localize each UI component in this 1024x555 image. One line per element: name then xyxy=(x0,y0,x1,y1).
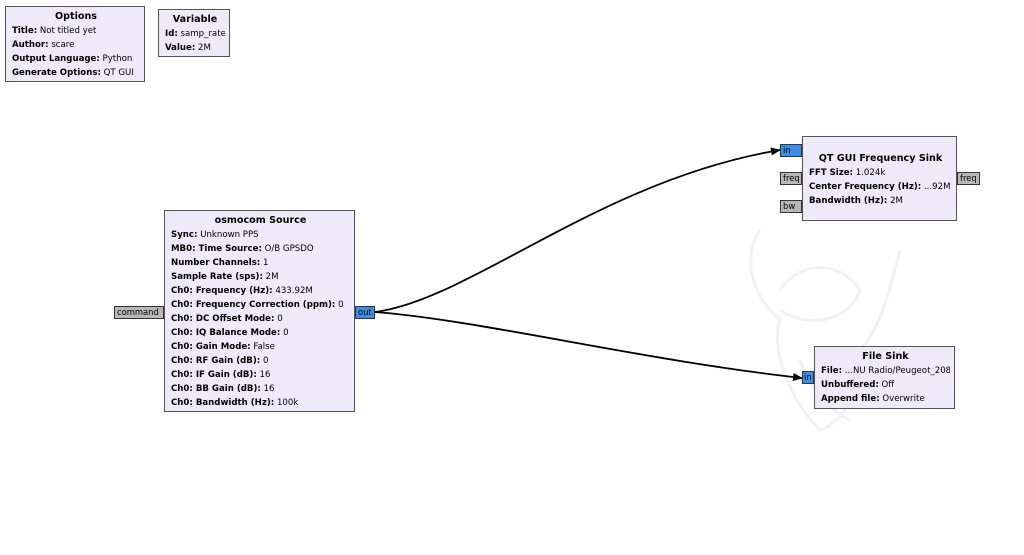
block-param: Ch0: Frequency (Hz): 433.92M xyxy=(171,286,313,296)
file-sink-block[interactable]: File Sink File: ...NU Radio/Peugeot_208 … xyxy=(814,346,955,409)
block-param: Ch0: Frequency Correction (ppm): 0 xyxy=(171,300,344,310)
block-param: Ch0: IF Gain (dB): 16 xyxy=(171,370,271,380)
options-block-title: Options xyxy=(54,11,98,22)
block-param: Number Channels: 1 xyxy=(171,258,269,268)
osmocom-source-title: osmocom Source xyxy=(214,215,307,226)
osmocom-command-port[interactable]: command xyxy=(114,306,164,319)
block-param: Append file: Overwrite xyxy=(821,394,925,404)
block-param: Bandwidth (Hz): 2M xyxy=(809,196,903,206)
osmocom-out-port[interactable]: out xyxy=(355,306,375,319)
variable-block-title: Variable xyxy=(172,14,218,25)
block-param: Sync: Unknown PPS xyxy=(171,230,259,240)
block-param: Sample Rate (sps): 2M xyxy=(171,272,279,282)
block-param: Ch0: BB Gain (dB): 16 xyxy=(171,384,275,394)
block-param: MB0: Time Source: O/B GPSDO xyxy=(171,244,314,254)
osmocom-source-block[interactable]: osmocom Source Sync: Unknown PPS MB0: Ti… xyxy=(164,210,355,412)
block-param: Ch0: Gain Mode: False xyxy=(171,342,275,352)
file-sink-title: File Sink xyxy=(862,351,909,362)
block-param: Output Language: Python xyxy=(12,54,133,64)
block-param: Generate Options: QT GUI xyxy=(12,68,134,78)
freq-sink-bw-port[interactable]: bw xyxy=(780,200,802,213)
block-param: Ch0: DC Offset Mode: 0 xyxy=(171,314,283,324)
block-param: Value: 2M xyxy=(165,43,211,53)
freq-sink-freq-in-port[interactable]: freq xyxy=(780,172,802,185)
block-param: Title: Not titled yet xyxy=(12,26,97,36)
freq-sink-freq-out-port[interactable]: freq xyxy=(957,172,980,185)
connection-source-to-freq-sink[interactable] xyxy=(374,147,781,313)
freq-sink-in-port[interactable]: in xyxy=(780,144,802,157)
connection-source-to-file-sink[interactable] xyxy=(374,311,803,381)
block-param: FFT Size: 1.024k xyxy=(809,168,886,178)
block-param: Id: samp_rate xyxy=(165,29,225,39)
block-param: Ch0: Bandwidth (Hz): 100k xyxy=(171,398,299,408)
variable-block[interactable]: Variable Id: samp_rate Value: 2M xyxy=(158,9,230,57)
block-param: Author: scare xyxy=(12,40,75,50)
block-param: Ch0: RF Gain (dB): 0 xyxy=(171,356,269,366)
block-param: File: ...NU Radio/Peugeot_208 xyxy=(821,366,950,376)
qt-gui-frequency-sink-block[interactable]: QT GUI Frequency Sink FFT Size: 1.024k C… xyxy=(802,136,957,221)
freq-sink-title: QT GUI Frequency Sink xyxy=(818,153,943,164)
file-sink-in-port[interactable]: in xyxy=(802,371,814,384)
block-param: Ch0: IQ Balance Mode: 0 xyxy=(171,328,289,338)
block-param: Center Frequency (Hz): ...92M xyxy=(809,182,951,192)
options-block[interactable]: Options Title: Not titled yet Author: sc… xyxy=(5,6,145,82)
block-param: Unbuffered: Off xyxy=(821,380,895,390)
